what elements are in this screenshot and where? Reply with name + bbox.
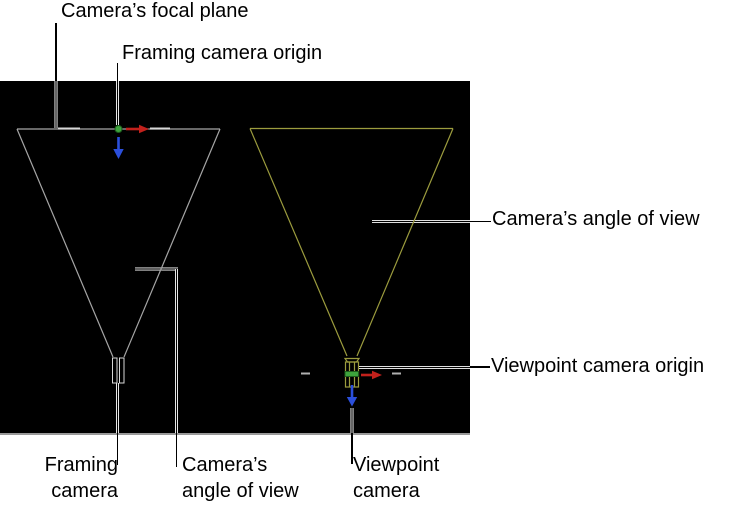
callout-leader-viewpoint-origin [470,366,490,368]
label-focal-plane: Camera’s focal plane [61,0,249,22]
label-viewpoint-camera-line2: camera [353,480,420,502]
green-axis-bar-icon [344,371,359,377]
label-angle-of-view-bottom-line1: Camera’s [182,454,268,476]
canvas-stage [0,81,470,435]
label-angle-of-view-bottom: Camera’s angle of view [182,452,299,504]
callout-leader-angle-left-stage [135,267,178,433]
callout-leader-viewpoint-camera [351,433,353,464]
framing-origin-axes [113,124,149,159]
label-angle-of-view-right: Camera’s angle of view [492,208,700,230]
framing-frustum [16,127,221,358]
blue-axis-arrow-icon [113,137,124,159]
red-axis-arrow-icon [126,124,149,134]
label-framing-camera-line2: camera [51,480,118,502]
label-viewpoint-camera-origin: Viewpoint camera origin [491,355,705,377]
label-viewpoint-camera: Viewpoint camera [353,452,439,504]
label-viewpoint-camera-line1: Viewpoint [353,454,440,476]
callout-leader-angle-right [470,220,491,223]
callout-leader-angle-left [175,433,178,467]
callout-leader-framing-origin [116,63,119,81]
green-axis-dot-icon [114,125,123,133]
frustum-drawing [16,81,470,433]
blue-axis-arrow-icon [346,385,358,407]
label-angle-of-view-bottom-line2: angle of view [182,480,299,502]
framing-camera-icon [112,357,125,384]
label-framing-camera-origin: Framing camera origin [122,42,323,64]
callout-leader-framing-camera [116,433,119,465]
label-framing-camera: Framing camera [0,452,118,504]
viewpoint-frustum [249,127,454,357]
callout-leader-focal-plane [55,23,57,81]
label-framing-camera-line1: Framing [44,454,118,476]
red-axis-arrow-icon [361,370,382,380]
viewpoint-origin-axes [301,370,401,407]
